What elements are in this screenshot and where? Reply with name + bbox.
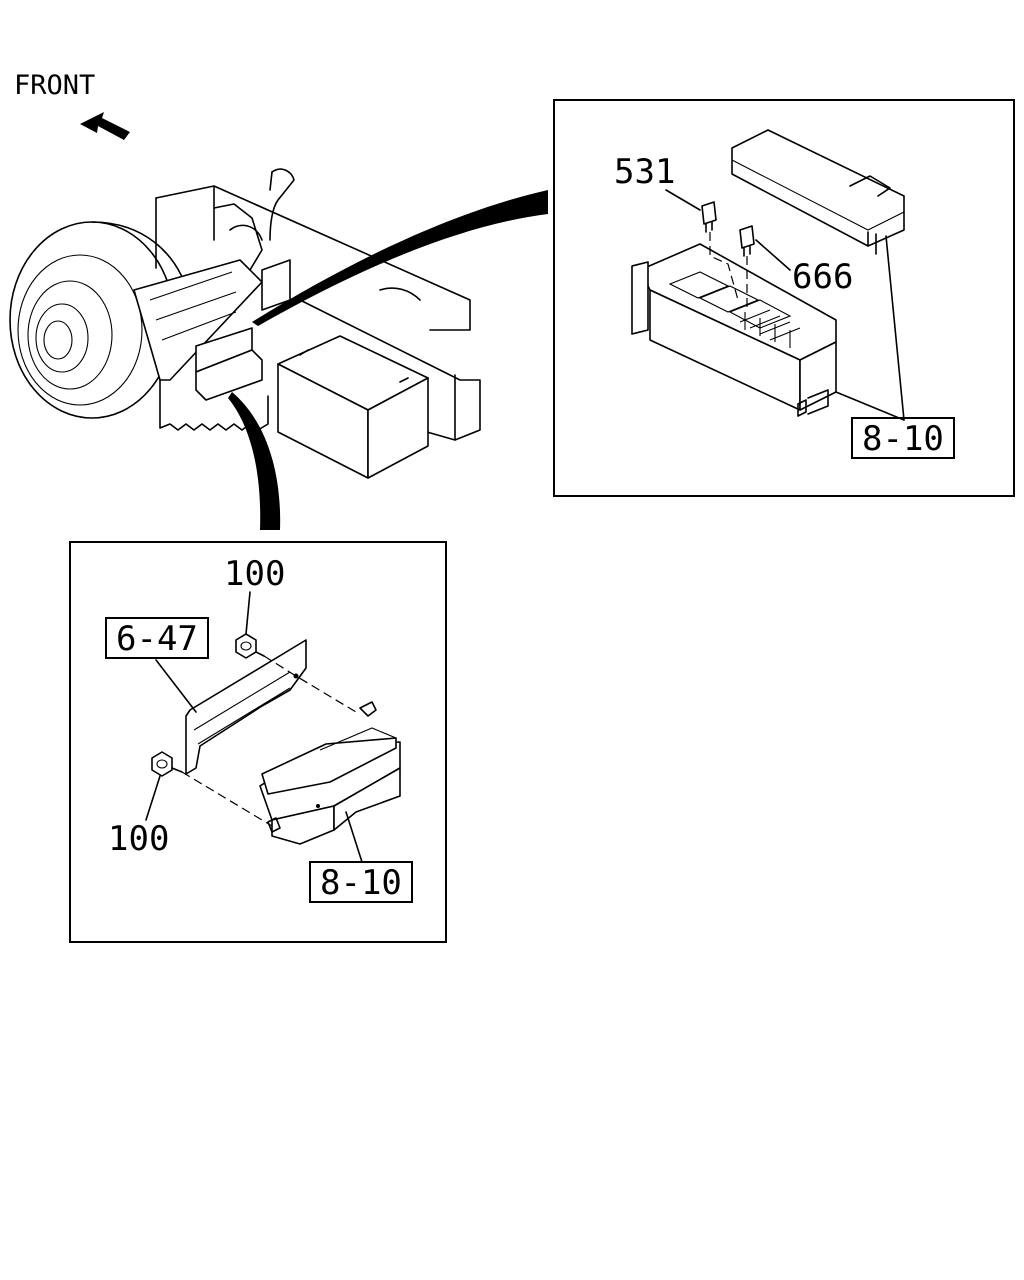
frame-rail [155,185,481,441]
leader-666 [755,239,791,271]
mounting-detail: 100 6-47 100 8-10 [105,554,413,903]
nut-lower [151,751,183,777]
callout-6-47: 6-47 [116,619,198,659]
relay-666 [739,225,755,312]
leader-8-10-cover [885,235,905,421]
callout-box-8-10-lower [309,861,413,903]
leader-531 [665,189,701,211]
leader-8-10-base [835,391,905,421]
leader-to-upper-detail [252,190,548,326]
mount-line-upper [263,655,357,713]
battery-drawing [277,335,429,479]
fuse-box-cover [731,129,905,255]
front-arrow-icon [80,112,130,140]
callout-8-10-lower: 8-10 [320,863,402,903]
mount-line-lower [181,771,273,827]
callout-box-8-10-upper [851,417,955,459]
callout-8-10-upper: 8-10 [862,419,944,459]
leader-to-lower-detail [228,392,281,530]
engine-bay-overview [9,168,548,530]
relay-box-detail: 531 666 8-10 [614,129,955,459]
callout-531: 531 [614,152,675,192]
leader-100-upper [245,591,251,635]
nut-upper [235,633,265,659]
relay-box-detail-frame [553,99,1015,497]
callout-100-upper: 100 [224,554,285,594]
callout-100-lower: 100 [108,819,169,859]
leader-8-10-lower [345,811,363,863]
bay-fuse-box [133,259,291,431]
relay-531 [701,201,739,301]
callout-box-6-47 [105,617,209,659]
mounting-detail-frame [69,541,447,943]
mounted-fuse-box [259,727,401,845]
callout-666: 666 [792,257,853,297]
leader-6-47 [155,659,197,713]
front-label: FRONT [14,70,95,101]
leader-100-lower [145,775,161,821]
strut-tower [213,168,295,271]
